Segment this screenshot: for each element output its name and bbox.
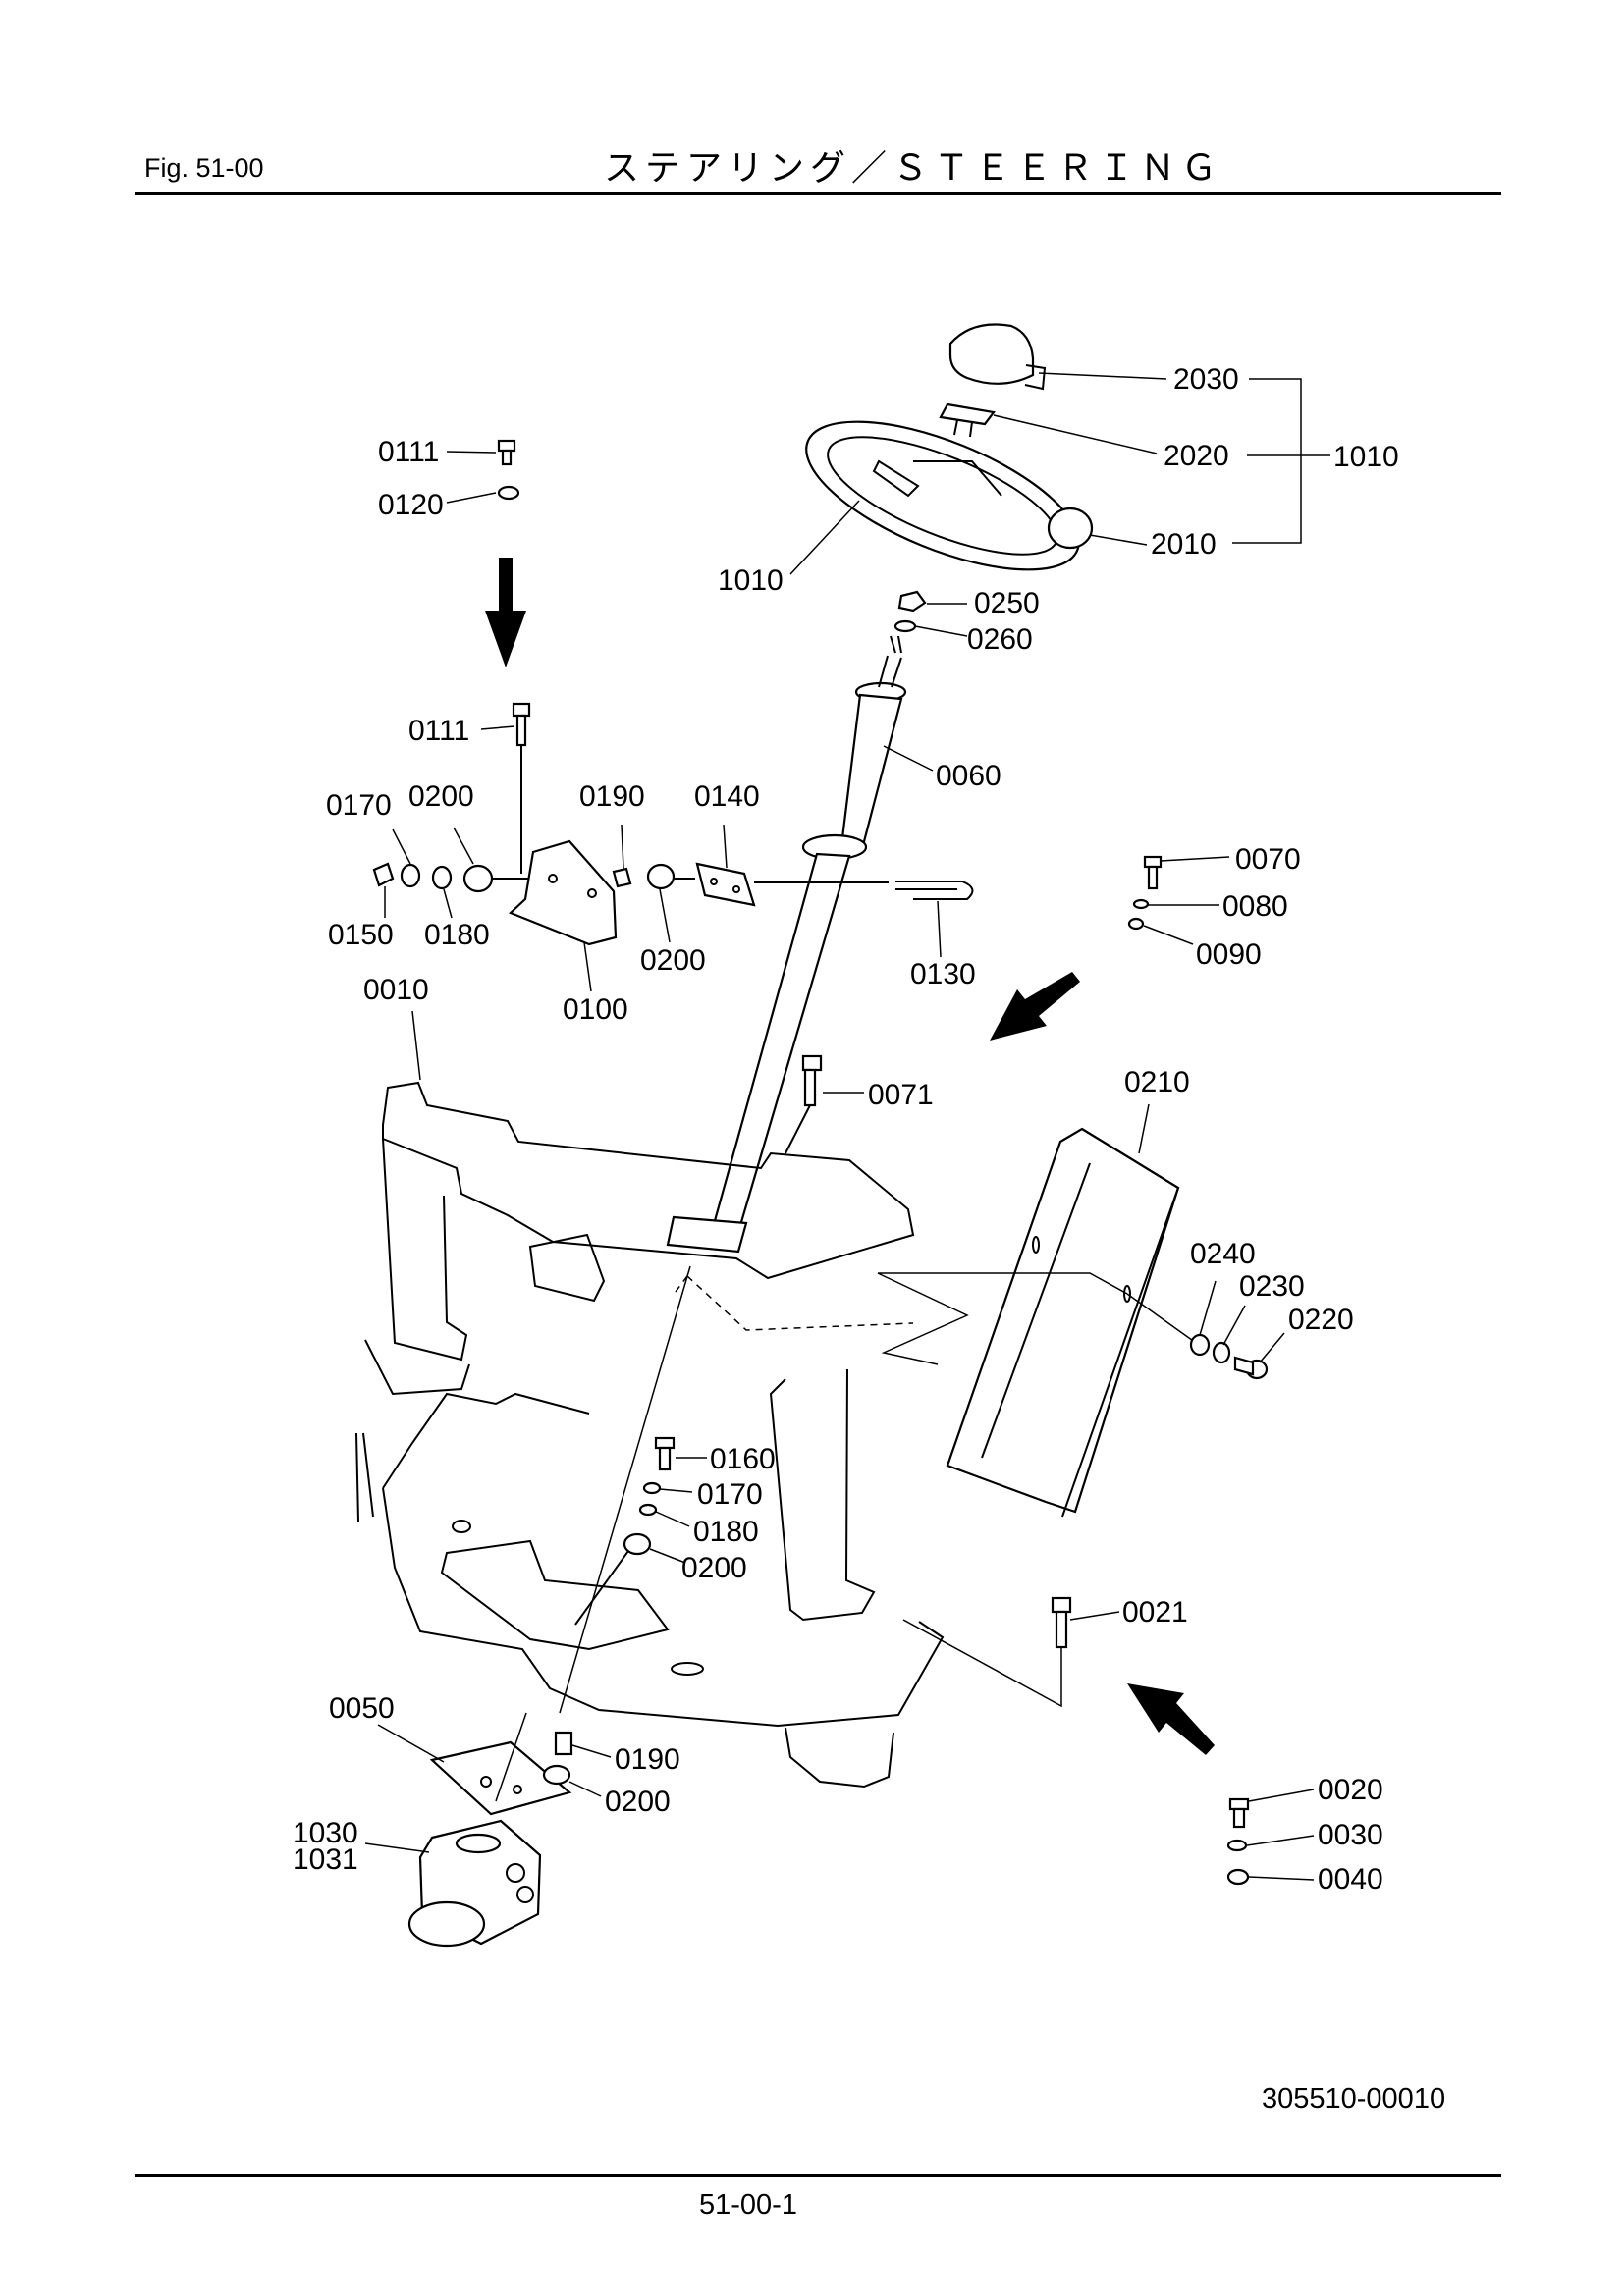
washer-0200-bottom-part: [542, 1764, 571, 1786]
steering-wheel-part: [805, 420, 1094, 571]
nut-0150-part: [372, 862, 395, 887]
callout-1010-wheel: 1010: [718, 564, 784, 597]
washer-0200-mid-part: [646, 863, 676, 890]
washer-0090-part: [1127, 917, 1145, 931]
washer-0230-part: [1212, 1341, 1231, 1364]
bolt-0160-part: [654, 1436, 676, 1471]
callout-0160: 0160: [710, 1443, 776, 1475]
cover-0210-part: [946, 1127, 1180, 1518]
callout-0150: 0150: [328, 919, 394, 951]
callout-0200-left: 0200: [408, 780, 474, 813]
washer-0120-part: [497, 485, 520, 501]
washer-0200-left-part: [462, 864, 494, 893]
bolt-0071-part: [801, 1054, 823, 1107]
washer-0180-low-part: [638, 1503, 658, 1517]
callout-1030: 1030: [293, 1817, 358, 1849]
callout-0200-bottom: 0200: [605, 1786, 671, 1818]
callout-0080: 0080: [1222, 890, 1288, 923]
callout-0170-low: 0170: [697, 1478, 763, 1511]
bolt-0220-part: [1233, 1356, 1269, 1380]
callout-0100: 0100: [563, 993, 628, 1026]
washer-0030-part: [1226, 1839, 1248, 1852]
steering-column-part: [666, 635, 907, 1254]
callout-0040: 0040: [1318, 1863, 1383, 1896]
nut-0250-part: [897, 590, 927, 613]
bolt-0111-top-part: [497, 439, 516, 466]
callout-2010: 2010: [1151, 528, 1217, 561]
washer-0170-low-part: [642, 1481, 662, 1495]
callout-2030: 2030: [1173, 363, 1239, 396]
washer-0080-part: [1132, 898, 1150, 910]
callout-0200-low: 0200: [681, 1552, 747, 1584]
callout-0190-top: 0190: [579, 780, 645, 813]
arrow-down-left-icon: [990, 972, 1080, 1041]
washer-0200-low-part: [623, 1532, 652, 1556]
callout-0260: 0260: [967, 623, 1033, 656]
callout-0111-mid: 0111: [408, 715, 469, 747]
callout-0070: 0070: [1235, 843, 1301, 876]
washer-0170-left-part: [400, 863, 421, 888]
leader-lines: [364, 372, 1330, 1881]
washer-0040-part: [1226, 1868, 1250, 1886]
callout-0180-left: 0180: [424, 919, 490, 951]
bracket-0100-part: [508, 839, 618, 946]
callout-0190-low: 0190: [615, 1743, 680, 1776]
bolt-0021-part: [1051, 1596, 1072, 1649]
bolt-0020-part: [1228, 1797, 1250, 1829]
callout-0230: 0230: [1239, 1270, 1305, 1303]
plate-0050-part: [429, 1740, 572, 1816]
bolt-0070-part: [1143, 855, 1163, 890]
washer-0180-left-part: [431, 865, 453, 890]
arrow-up-left-icon: [1127, 1683, 1215, 1755]
callout-0180-low: 0180: [693, 1516, 759, 1548]
callout-0050: 0050: [329, 1692, 395, 1725]
callout-0140: 0140: [694, 780, 760, 813]
bolt-0111-mid-part: [512, 702, 531, 747]
callout-0210: 0210: [1124, 1066, 1190, 1098]
spacer-0190-low-part: [554, 1731, 573, 1756]
callout-0130: 0130: [910, 958, 976, 990]
callout-0090: 0090: [1196, 938, 1262, 971]
drawing-number: 305510-00010: [1262, 2083, 1446, 2114]
callout-0200-mid: 0200: [640, 944, 706, 977]
washer-0240-part: [1189, 1333, 1211, 1357]
callout-1031: 1031: [293, 1843, 358, 1876]
callout-0071: 0071: [868, 1079, 934, 1111]
callout-0220: 0220: [1288, 1304, 1354, 1336]
callout-1010-group: 1010: [1333, 441, 1399, 473]
callout-0030: 0030: [1318, 1819, 1383, 1851]
floor-plate-part: [355, 1392, 945, 1789]
spacer-0190-top-part: [612, 867, 632, 888]
callout-0250: 0250: [974, 587, 1040, 619]
callout-2020: 2020: [1164, 440, 1229, 472]
washer-0260-part: [893, 619, 917, 633]
steering-valve-1030-part: [407, 1819, 542, 1948]
horn-cap-part: [948, 323, 1047, 391]
frame-0010-part: [364, 1081, 915, 1622]
callout-0240: 0240: [1190, 1238, 1256, 1270]
u-bolt-0130-part: [895, 881, 974, 900]
callout-0111-top: 0111: [378, 436, 439, 468]
header-rule: [135, 192, 1501, 195]
callout-0021: 0021: [1122, 1596, 1188, 1629]
horn-contact-part: [939, 402, 996, 438]
arrow-down-icon: [485, 558, 526, 667]
page-number: 51-00-1: [699, 2189, 797, 2220]
page-title: ステアリング／ＳＴＥＥＲＩＮＧ: [604, 147, 1223, 187]
callout-0170-left: 0170: [326, 789, 392, 822]
figure-number: Fig. 51-00: [144, 153, 264, 183]
callout-0010: 0010: [363, 974, 429, 1006]
callout-0020: 0020: [1318, 1774, 1383, 1806]
callout-0060: 0060: [936, 760, 1001, 792]
plate-0140-part: [695, 862, 756, 907]
callout-0120: 0120: [378, 489, 444, 521]
footer-rule: [135, 2174, 1501, 2177]
